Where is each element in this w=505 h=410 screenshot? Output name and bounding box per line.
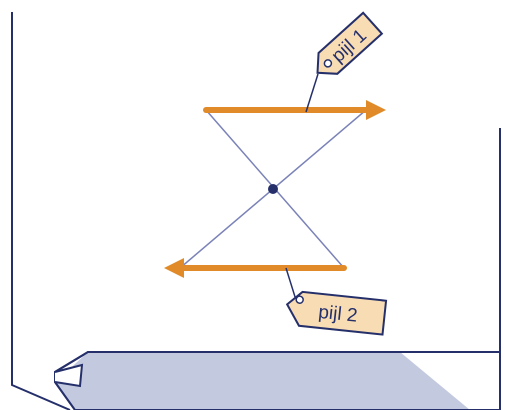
arrow-2 — [164, 258, 347, 278]
arrow-1 — [203, 100, 386, 120]
tag-arrow-1: pijl 1 — [305, 11, 384, 113]
tag-1-hole — [323, 59, 333, 68]
tag-1-string — [305, 73, 319, 113]
screen-fold — [54, 363, 84, 388]
screen-shade — [55, 352, 470, 410]
focal-point — [268, 184, 278, 194]
box-outline-left — [11, 12, 71, 410]
tag-2-hole — [295, 295, 304, 304]
tag-2-string — [285, 267, 297, 301]
tag-2-body — [285, 290, 388, 336]
tag-2-label: pijl 2 — [317, 302, 358, 327]
tag-arrow-2: pijl 2 — [285, 267, 388, 336]
tag-1-body — [316, 11, 384, 75]
